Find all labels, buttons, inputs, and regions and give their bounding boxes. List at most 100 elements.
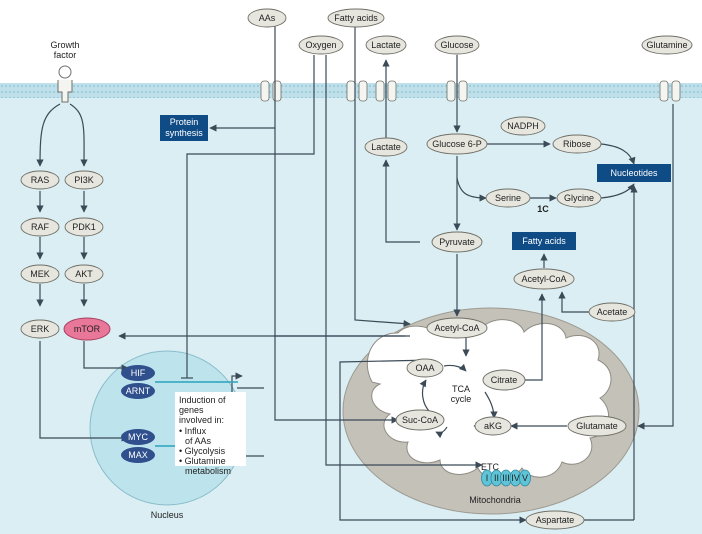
glutamine-extracellular-label: Glutamine [646, 40, 687, 50]
ras-node: RAS [20, 170, 60, 190]
suc-coa-node: Suc-CoA [395, 409, 445, 431]
glucose-node: Glucose [434, 35, 480, 55]
glucose6p-label: Glucose 6-P [432, 139, 482, 149]
pdk1-label: PDK1 [72, 222, 96, 232]
ribose-node: Ribose [552, 134, 602, 154]
pyruvate-node: Pyruvate [431, 231, 483, 253]
fatty-acids-extracellular-node: Fatty acids [327, 8, 385, 28]
raf-label: RAF [31, 222, 50, 232]
etc-complex-label: IV [511, 473, 520, 483]
citrate-node: Citrate [482, 369, 526, 391]
oaa-node: OAA [406, 358, 444, 378]
serine-label: Serine [495, 193, 521, 203]
etc-label: ETC [481, 462, 500, 472]
oxygen-node: Oxygen [298, 35, 344, 55]
nadph-label: NADPH [507, 121, 539, 131]
lactate-cytosolic-node: Lactate [364, 137, 408, 157]
mek-label: MEK [30, 269, 50, 279]
nucleus-label: Nucleus [151, 510, 184, 520]
pi3k-node: PI3K [64, 170, 104, 190]
suc-coa-label: Suc-CoA [402, 415, 438, 425]
acetyl-coa-mito-label: Acetyl-CoA [434, 323, 479, 333]
induction-item: • Glycolysis [179, 446, 226, 456]
glycine-node: Glycine [556, 188, 602, 208]
glucose-label: Glucose [440, 40, 473, 50]
fatty-acids-output-label: Fatty acids [522, 236, 566, 246]
serine-node: Serine [485, 188, 531, 208]
lactate-transporter-icon [375, 80, 397, 102]
etc-complex-label: II [494, 473, 499, 483]
growth-factor-receptor-icon [57, 65, 73, 103]
nadph-node: NADPH [500, 116, 546, 136]
lactate-cytosolic-label: Lactate [371, 142, 401, 152]
aas-label: AAs [259, 13, 276, 23]
oaa-label: OAA [415, 363, 434, 373]
akt-node: AKT [64, 264, 104, 284]
erk-node: ERK [20, 319, 60, 339]
akg-label: aKG [484, 421, 502, 431]
glutamate-node: Glutamate [567, 415, 627, 437]
oxygen-label: Oxygen [305, 40, 336, 50]
arnt-node: ARNT [121, 383, 155, 399]
etc-complex-label: III [502, 473, 510, 483]
glutamine-extracellular-node: Glutamine [641, 35, 693, 55]
nucleotides-box: Nucleotides [597, 164, 671, 182]
lactate-extracellular-label: Lactate [371, 40, 401, 50]
myc-label: MYC [128, 432, 149, 442]
acetyl-coa-cytosolic-node: Acetyl-CoA [513, 268, 575, 290]
pi3k-label: PI3K [74, 175, 94, 185]
max-label: MAX [128, 450, 148, 460]
mek-node: MEK [20, 264, 60, 284]
etc-complex-label: V [522, 473, 528, 483]
pathway-arrows [36, 24, 674, 524]
glutamate-label: Glutamate [576, 421, 618, 431]
fatty-acids-extracellular-label: Fatty acids [334, 13, 378, 23]
nucleotides-label: Nucleotides [610, 168, 658, 178]
aspartate-node: Aspartate [525, 510, 585, 530]
etc-complex-v: V [519, 469, 531, 487]
mtor-node: mTOR [63, 317, 111, 341]
one-carbon-label: 1C [537, 204, 549, 214]
glycine-label: Glycine [564, 193, 594, 203]
hif-node: HIF [121, 365, 155, 381]
akt-label: AKT [75, 269, 93, 279]
pyruvate-label: Pyruvate [439, 237, 475, 247]
glucose-transporter-icon [446, 80, 468, 102]
acetate-label: Acetate [597, 307, 628, 317]
fatty-acid-transporter-icon [346, 80, 368, 102]
hif-label: HIF [131, 368, 146, 378]
mitochondria-label: Mitochondria [469, 495, 521, 505]
glutamine-transporter-icon [659, 80, 681, 102]
pdk1-node: PDK1 [64, 217, 104, 237]
acetyl-coa-mito-node: Acetyl-CoA [426, 317, 488, 339]
etc-complex-label: I [486, 473, 489, 483]
raf-node: RAF [20, 217, 60, 237]
glucose6p-node: Glucose 6-P [426, 133, 488, 155]
fatty-acids-output-box: Fatty acids [512, 232, 576, 250]
mtor-label: mTOR [74, 324, 101, 334]
citrate-label: Citrate [491, 375, 518, 385]
aas-node: AAs [247, 8, 287, 28]
erk-label: ERK [31, 324, 50, 334]
ras-label: RAS [31, 175, 50, 185]
aspartate-label: Aspartate [536, 515, 575, 525]
max-node: MAX [121, 447, 155, 463]
ribose-label: Ribose [563, 139, 591, 149]
induction-box [175, 392, 246, 466]
myc-node: MYC [121, 429, 155, 445]
akg-node: aKG [474, 416, 512, 436]
acetate-node: Acetate [588, 302, 636, 322]
lactate-extracellular-node: Lactate [365, 35, 407, 55]
acetyl-coa-cytosolic-label: Acetyl-CoA [521, 274, 566, 284]
